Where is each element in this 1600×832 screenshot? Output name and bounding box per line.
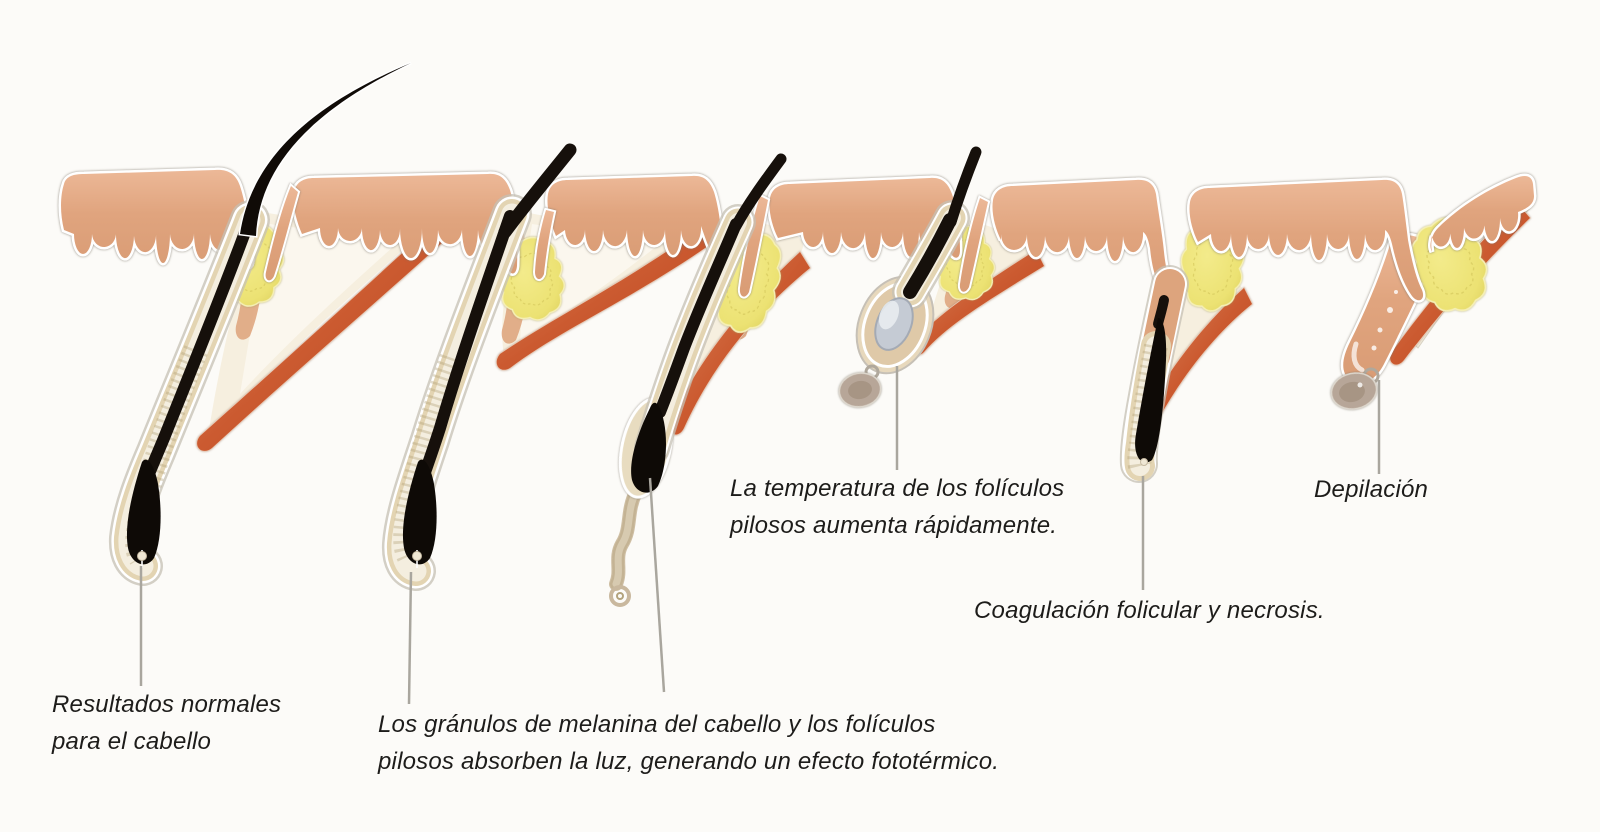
hair-shaft [945, 146, 982, 228]
hair-root [654, 218, 742, 418]
caption-line: Depilación [1314, 476, 1429, 503]
caption-line: pilosos aumenta rápidamente. [730, 512, 1058, 539]
follicle-stage-4 [838, 146, 982, 408]
hair-bulb [126, 459, 161, 565]
follicle-stage-6 [1330, 367, 1380, 410]
caption-line: pilosos absorben la luz, generando un ef… [378, 748, 1000, 775]
epidermis-band [58, 167, 1537, 304]
muscle-stage-2 [496, 226, 709, 371]
caption-line: para el cabello [52, 728, 212, 755]
hair-shaft [498, 143, 577, 239]
leader-lines [139, 366, 1381, 705]
caption-line: Coagulación folicular y necrosis. [974, 597, 1325, 624]
club-hair-root [631, 402, 666, 493]
hair-shaft [730, 153, 787, 232]
caption-line: La temperatura de los folículos [730, 475, 1065, 502]
caption-stage-5: Coagulación folicular y necrosis. [974, 592, 1325, 629]
leader-stage-2 [407, 571, 413, 705]
follicle-stage-3 [609, 153, 787, 607]
caption-stage-1: Resultados normales para el cabello [52, 686, 281, 760]
dermal-papilla [412, 551, 422, 561]
caption-stage-2-3: Los gránulos de melanina del cabello y l… [378, 706, 999, 780]
hair-root [903, 213, 957, 299]
degenerated-follicle-curl [609, 585, 631, 607]
dermal-papilla [137, 551, 147, 561]
follicle-stage-5 [1135, 284, 1170, 466]
hair-shaft [238, 61, 412, 238]
necrotic-club-hair [1135, 318, 1167, 463]
caption-line: Resultados normales [52, 691, 282, 718]
follicle-stage-2 [402, 143, 577, 571]
caption-stage-4: La temperatura de los folículos pilosos … [730, 470, 1064, 544]
leader-stage-3 [648, 477, 666, 693]
hair-bulb [402, 459, 437, 565]
follicle-stage-1 [126, 61, 412, 568]
caption-line: Los gránulos de melanina del cabello y l… [378, 711, 936, 738]
caption-stage-6: Depilación [1314, 471, 1428, 508]
